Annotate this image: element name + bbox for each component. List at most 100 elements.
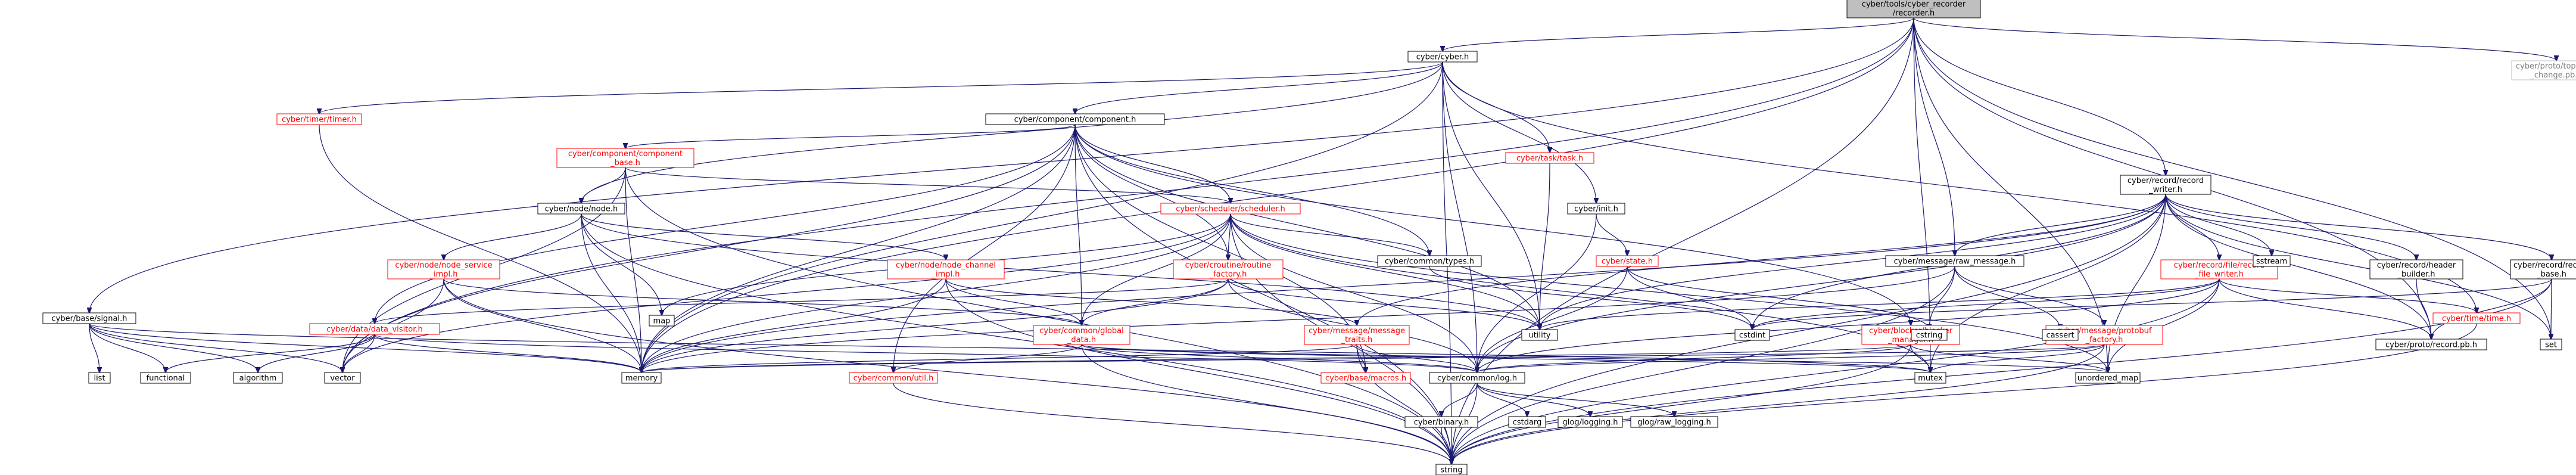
node-recbase[interactable]: cyber/record/record_base.h <box>2510 259 2576 280</box>
edge-routine-to-memory <box>641 278 1229 372</box>
node-binary[interactable]: cyber/binary.h <box>1404 416 1478 428</box>
node-time[interactable]: cyber/time/time.h <box>2432 312 2521 324</box>
edge-state-to-log <box>1477 266 1628 372</box>
edge-blocker-to-umap <box>1910 344 2108 372</box>
node-routine[interactable]: cyber/croutine/routine_factory.h <box>1173 259 1284 280</box>
node-msgtraits[interactable]: cyber/message/message_traits.h <box>1304 325 1410 345</box>
node-nodechannel[interactable]: cyber/node/node_channel_impl.h <box>887 259 1005 280</box>
node-node[interactable]: cyber/node/node.h <box>537 203 625 215</box>
node-label-msgtraits-line-2: _traits.h <box>1341 336 1373 344</box>
node-cstring[interactable]: cstring <box>1911 329 1948 341</box>
edge-nodechannel-to-globaldata <box>945 278 1082 325</box>
edge-scheduler-to-memory <box>641 213 1231 372</box>
node-mutex[interactable]: mutex <box>1914 372 1946 384</box>
node-cstdint[interactable]: cstdint <box>1734 329 1770 341</box>
node-cyber[interactable]: cyber/cyber.h <box>1407 51 1478 63</box>
node-compbase[interactable]: cyber/component/component_base.h <box>556 148 694 168</box>
edge-recbase-to-string <box>1451 278 2552 464</box>
edge-node-to-nodechannel <box>581 213 946 260</box>
edge-rawmsg-to-cstring <box>1929 266 1955 330</box>
node-task[interactable]: cyber/task/task.h <box>1505 152 1594 164</box>
node-scheduler[interactable]: cyber/scheduler/scheduler.h <box>1160 203 1301 215</box>
node-label-set: set <box>2545 341 2557 350</box>
edge-scheduler-to-globaldata <box>1082 213 1231 325</box>
node-label-types: cyber/common/types.h <box>1385 257 1474 266</box>
node-label-filewriter-line-1: cyber/record/file/record <box>2174 261 2264 270</box>
node-macros[interactable]: cyber/base/macros.h <box>1320 372 1411 384</box>
node-label-recorder-line-2: /recorder.h <box>1893 9 1935 18</box>
edge-blocker-to-string <box>1451 344 1911 464</box>
node-recorder[interactable]: cyber/tools/cyber_recorder/recorder.h <box>1846 0 1981 18</box>
edge-msgtraits-to-memory <box>641 344 1357 372</box>
node-rawmsg[interactable]: cyber/message/raw_message.h <box>1885 255 2024 267</box>
node-utility[interactable]: utility <box>1521 329 1558 341</box>
node-box-mutex <box>1914 372 1946 384</box>
edge-node-to-string <box>581 213 1451 464</box>
edge-nodechannel-to-msgtraits <box>945 278 1357 325</box>
node-string[interactable]: string <box>1435 464 1468 475</box>
node-glog[interactable]: glog/logging.h <box>1558 416 1623 428</box>
node-set[interactable]: set <box>2540 339 2562 350</box>
node-label-scheduler: cyber/scheduler/scheduler.h <box>1176 205 1285 214</box>
node-init[interactable]: cyber/init.h <box>1567 203 1625 215</box>
node-recwriter[interactable]: cyber/record/record_writer.h <box>2120 175 2211 195</box>
node-label-rawmsg: cyber/message/raw_message.h <box>1894 257 2016 266</box>
node-list[interactable]: list <box>88 372 111 384</box>
node-cstdarg[interactable]: cstdarg <box>1508 416 1546 428</box>
node-vector[interactable]: vector <box>324 372 361 384</box>
node-recordpb[interactable]: cyber/proto/record.pb.h <box>2375 339 2487 350</box>
node-umap[interactable]: unordered_map <box>2075 372 2141 384</box>
edge-recwriter-to-log <box>1477 194 2166 372</box>
node-label-routine-line-1: cyber/croutine/routine <box>1185 261 1272 270</box>
node-util[interactable]: cyber/common/util.h <box>849 372 938 384</box>
node-sstream[interactable]: sstream <box>2253 255 2291 267</box>
edge-nodeservice-to-memory <box>443 278 641 372</box>
node-nodeservice[interactable]: cyber/node/node_service_impl.h <box>387 259 500 280</box>
edge-node-to-memory <box>581 213 641 372</box>
node-topology[interactable]: cyber/proto/topology_change.pb.h <box>2511 60 2576 80</box>
node-timer[interactable]: cyber/timer/timer.h <box>276 113 362 125</box>
node-label-list: list <box>94 374 105 383</box>
edge-init-to-state <box>1596 213 1627 256</box>
node-label-recordpb: cyber/proto/record.pb.h <box>2385 341 2477 350</box>
node-functional[interactable]: functional <box>140 372 191 384</box>
node-box-utility <box>1521 329 1558 341</box>
node-label-umap: unordered_map <box>2077 374 2139 383</box>
edge-signal-to-mutex <box>89 323 1930 372</box>
node-globaldata[interactable]: cyber/common/global_data.h <box>1033 325 1130 345</box>
node-glograw[interactable]: glog/raw_logging.h <box>1630 416 1718 428</box>
node-state[interactable]: cyber/state.h <box>1596 255 1659 267</box>
node-component[interactable]: cyber/component/component.h <box>985 113 1165 125</box>
node-header[interactable]: cyber/record/header_builder.h <box>2369 259 2463 280</box>
node-types[interactable]: cyber/common/types.h <box>1377 255 1482 267</box>
node-algorithm[interactable]: algorithm <box>233 372 283 384</box>
edge-protobuf-to-mutex <box>1930 344 2105 372</box>
node-label-nodechannel-line-2: _impl.h <box>931 270 960 279</box>
node-label-utility: utility <box>1529 331 1551 340</box>
edge-nodechannel-to-memory <box>641 278 946 372</box>
edge-binary-to-string <box>1441 427 1451 464</box>
node-cassert[interactable]: cassert <box>2042 329 2079 341</box>
node-box-topology <box>2511 60 2576 80</box>
node-label-recwriter-line-1: cyber/record/record <box>2128 176 2204 185</box>
node-label-globaldata-line-1: cyber/common/global <box>1039 327 1123 336</box>
node-box-msgtraits <box>1304 325 1410 345</box>
node-map[interactable]: map <box>649 315 675 327</box>
node-box-functional <box>140 372 191 384</box>
edge-signal-to-functional <box>89 323 166 372</box>
node-signal[interactable]: cyber/base/signal.h <box>42 312 136 324</box>
node-label-recbase-line-2: _base.h <box>2536 270 2566 279</box>
edge-log-to-cstdarg <box>1477 383 1527 417</box>
edge-filewriter-to-cstdint <box>1752 278 2220 330</box>
node-label-cstdarg: cstdarg <box>1513 418 1542 427</box>
edge-datavisitor-to-vector <box>342 334 375 372</box>
node-filewriter[interactable]: cyber/record/file/record_file_writer.h <box>2160 259 2278 280</box>
edge-header-to-recordpb <box>2416 278 2431 339</box>
node-log[interactable]: cyber/common/log.h <box>1429 372 1525 384</box>
edge-datavisitor-to-log <box>374 334 1477 372</box>
node-memory[interactable]: memory <box>621 372 662 384</box>
node-label-nodechannel-line-1: cyber/node/node_channel <box>896 261 996 270</box>
node-datavisitor[interactable]: cyber/data/data_visitor.h <box>309 323 440 335</box>
node-box-globaldata <box>1033 325 1130 345</box>
node-label-task: cyber/task/task.h <box>1516 154 1583 163</box>
